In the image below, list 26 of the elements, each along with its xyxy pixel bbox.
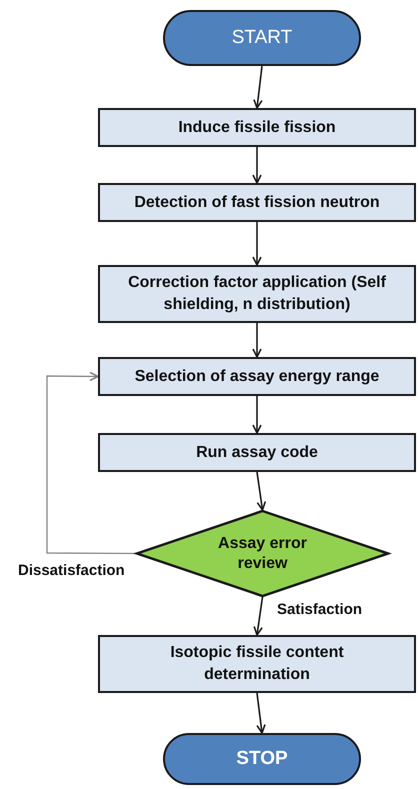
arrow bbox=[252, 147, 262, 184]
arrow bbox=[252, 222, 262, 266]
node-text: START bbox=[232, 27, 292, 49]
process-box bbox=[98, 183, 416, 222]
decision-diamond bbox=[136, 510, 389, 597]
process-box bbox=[98, 357, 416, 396]
node-text: Correction factor application (Self shielding, n distribution) bbox=[127, 273, 387, 315]
arrow bbox=[46, 372, 136, 554]
arrow bbox=[253, 596, 264, 636]
process-box bbox=[98, 635, 416, 693]
arrow bbox=[256, 472, 266, 511]
node-text: Isotopic fissile content determination bbox=[169, 643, 345, 685]
node-text: Selection of assay energy range bbox=[134, 366, 380, 387]
process-box bbox=[98, 108, 416, 147]
node-text: Assay error review bbox=[217, 534, 308, 574]
process-box bbox=[98, 265, 416, 323]
arrow bbox=[252, 396, 262, 434]
arrow bbox=[256, 692, 266, 734]
node-text: Induce fissile fission bbox=[178, 118, 336, 138]
arrow bbox=[252, 323, 262, 358]
arrow bbox=[253, 66, 263, 109]
process-box bbox=[98, 433, 416, 472]
node-text: Run assay code bbox=[196, 442, 318, 463]
node-text: STOP bbox=[236, 748, 288, 770]
node-text: Detection of fast fission neutron bbox=[134, 192, 380, 213]
terminal-pill bbox=[163, 733, 361, 785]
